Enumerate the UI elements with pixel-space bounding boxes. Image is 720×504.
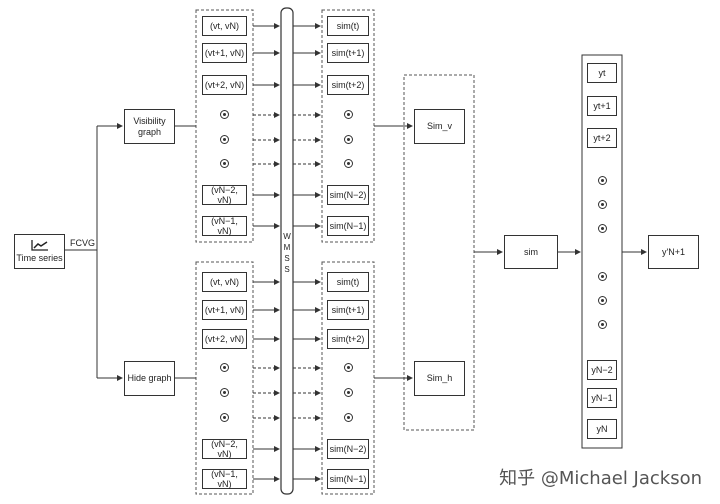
ellipsis-dot-icon	[220, 413, 229, 422]
sim-box: sim(t+1)	[327, 300, 369, 320]
ellipsis-dot-icon	[344, 135, 353, 144]
hide-graph-node: Hide graph	[124, 361, 175, 396]
sim-box: sim(N−1)	[327, 469, 369, 489]
pair-box: (vt+2, vN)	[202, 329, 247, 349]
sim-box: sim(t+1)	[327, 43, 369, 63]
ellipsis-dot-icon	[220, 388, 229, 397]
sim-box: sim(t+2)	[327, 329, 369, 349]
ellipsis-dot-icon	[598, 224, 607, 233]
wmss-letter: S	[284, 265, 290, 274]
y-box: yt+2	[587, 128, 617, 148]
pair-box: (vN−1, vN)	[202, 469, 247, 489]
fcvg-label: FCVG	[70, 238, 96, 248]
sim-h-node: Sim_h	[414, 361, 465, 396]
sim-box: sim(N−2)	[327, 185, 369, 205]
wmss-letter: M	[283, 243, 291, 252]
y-box: yt	[587, 63, 617, 83]
pair-box: (vN−1, vN)	[202, 216, 247, 236]
y-box: yN−1	[587, 388, 617, 408]
time-series-label: Time series	[16, 253, 63, 264]
ellipsis-dot-icon	[344, 413, 353, 422]
hide-graph-label: Hide graph	[127, 373, 172, 384]
ellipsis-dot-icon	[344, 363, 353, 372]
ellipsis-dot-icon	[598, 176, 607, 185]
y-box: yt+1	[587, 96, 617, 116]
sim-v-node: Sim_v	[414, 109, 465, 144]
sim-box: sim(N−1)	[327, 216, 369, 236]
ellipsis-dot-icon	[598, 296, 607, 305]
sim-box: sim(t)	[327, 16, 369, 36]
ellipsis-dot-icon	[344, 159, 353, 168]
ellipsis-dot-icon	[344, 388, 353, 397]
sim-box: sim(t+2)	[327, 75, 369, 95]
wmss-letter: W	[283, 232, 291, 241]
y-box: yN	[587, 419, 617, 439]
ellipsis-dot-icon	[598, 272, 607, 281]
pair-box: (vt, vN)	[202, 272, 247, 292]
pair-box: (vt+1, vN)	[202, 300, 247, 320]
ellipsis-dot-icon	[344, 110, 353, 119]
wmss-letter: S	[284, 254, 290, 263]
output-node: y'N+1	[648, 235, 699, 269]
sim-box: sim(t)	[327, 272, 369, 292]
visibility-graph-node: Visibility graph	[124, 109, 175, 144]
pair-box: (vt+1, vN)	[202, 43, 247, 63]
sim-node: sim	[504, 235, 558, 269]
line-chart-icon	[30, 240, 48, 251]
pair-box: (vt, vN)	[202, 16, 247, 36]
ellipsis-dot-icon	[220, 110, 229, 119]
watermark: 知乎 @Michael Jackson	[499, 468, 702, 489]
ellipsis-dot-icon	[220, 135, 229, 144]
ellipsis-dot-icon	[220, 363, 229, 372]
ellipsis-dot-icon	[598, 200, 607, 209]
pair-box: (vN−2, vN)	[202, 439, 247, 459]
y-box: yN−2	[587, 360, 617, 380]
ellipsis-dot-icon	[598, 320, 607, 329]
visibility-graph-label: Visibility graph	[133, 116, 166, 137]
pair-box: (vt+2, vN)	[202, 75, 247, 95]
sim-box: sim(N−2)	[327, 439, 369, 459]
ellipsis-dot-icon	[220, 159, 229, 168]
time-series-node: Time series	[14, 234, 65, 269]
pair-box: (vN−2, vN)	[202, 185, 247, 205]
